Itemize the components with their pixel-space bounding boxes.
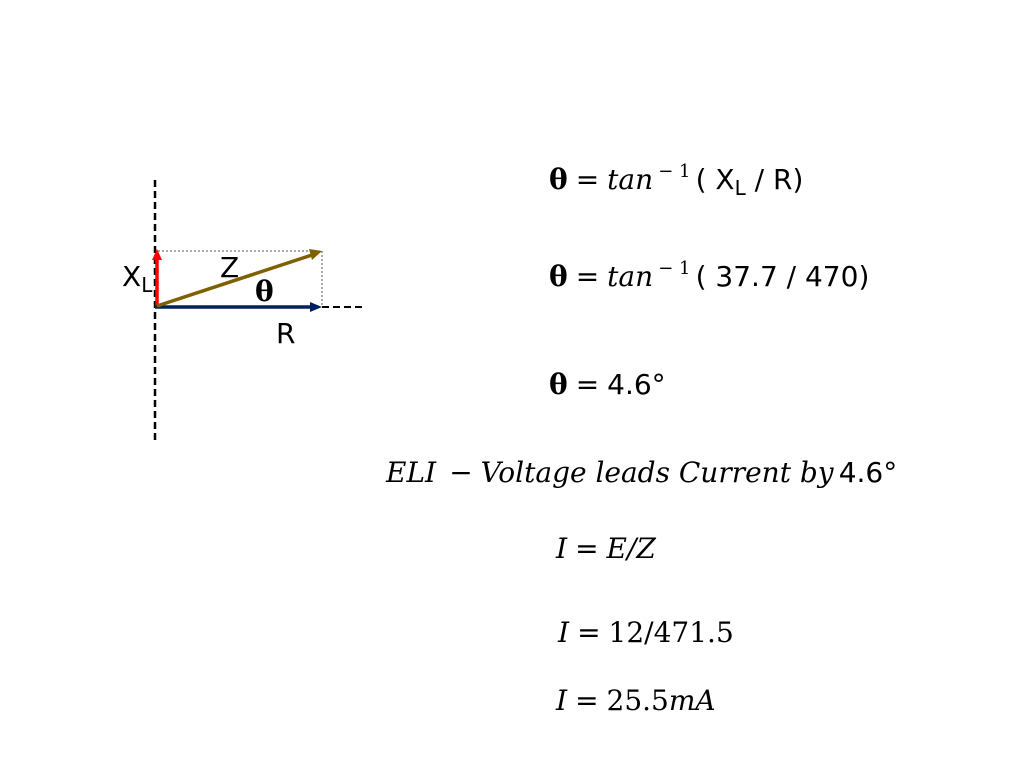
inverse-exponent: − 1 [658,258,691,279]
xl-label: XL [122,260,152,296]
impedance-phasor-diagram: XL Z θ R [100,170,380,460]
xl-label-subscript: L [141,273,153,297]
x-subscript: L [734,176,746,200]
current-variable: I [558,616,570,649]
eli-text: ELI [386,456,437,489]
open-paren: ( [695,163,716,196]
equation-theta-substituted: θ=tan − 1 ( 37.7 / 470) [549,260,870,293]
equation-current-result: I=25.5mA [556,687,716,715]
eli-statement: ELI −Voltage leads Current by 4.6° [386,459,897,487]
voltage-leads-text: Voltage leads Current by [480,456,834,489]
equals-sign: = [575,163,600,196]
equals-sign: = [575,532,599,565]
current-variable: I [556,532,568,565]
x-symbol: X [715,163,735,196]
z-arrow [156,253,313,308]
equation-theta-result: θ=4.6° [549,371,666,399]
equals-sign: = [575,260,600,293]
inverse-exponent: − 1 [658,161,691,182]
formula-rest: / R) [745,163,804,196]
ohms-law-expression: E/Z [606,532,656,565]
equals-sign: = [575,684,599,717]
r-label: R [276,317,296,350]
equals-sign: = [577,616,601,649]
phasor-svg [152,180,362,442]
z-label: Z [220,251,240,284]
z-arrowhead [309,249,322,260]
substituted-expression: 12/471.5 [608,616,734,649]
equation-current-substituted: I=12/471.5 [558,619,734,647]
current-unit: mA [668,684,716,717]
formula-args: ( XL / R) [695,163,804,199]
equation-theta-formula: θ=tan − 1 ( XL / R) [549,163,804,199]
phase-angle-value: 4.6° [838,456,898,489]
tan-function: tan [607,260,654,293]
theta-value: 4.6° [607,368,666,401]
theta-label: θ [255,275,274,308]
theta-symbol: θ [549,260,568,293]
current-value: 25.5 [606,684,669,717]
theta-symbol: θ [549,368,568,401]
current-variable: I [556,684,568,717]
minus-sign: − [449,456,473,489]
xl-arrowhead [152,249,162,260]
r-arrowhead [310,302,322,312]
equation-current-formula: I=E/Z [556,535,656,563]
substituted-args: ( 37.7 / 470) [695,260,870,293]
theta-symbol: θ [549,163,568,196]
xl-label-text: X [122,260,142,293]
tan-function: tan [607,163,654,196]
equals-sign: = [575,368,600,401]
